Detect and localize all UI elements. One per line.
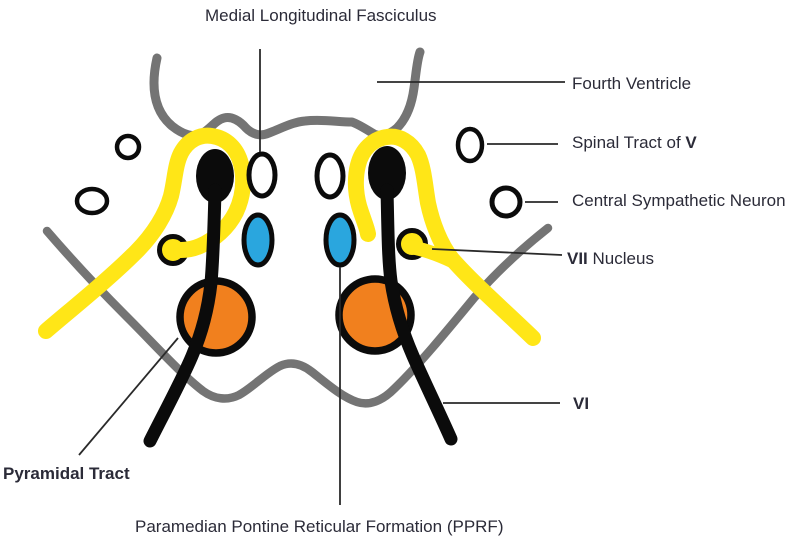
central-sympathetic-circle-left <box>74 186 110 216</box>
central-sympathetic-circle-right <box>489 185 523 219</box>
facial-nerve-bridge-right <box>403 240 459 268</box>
lower-boundary-curve <box>42 223 553 408</box>
abducens-nucleus-right <box>368 146 406 200</box>
mlf-oval-left <box>246 151 278 199</box>
label-pprf: Paramedian Pontine Reticular Formation (… <box>135 517 504 536</box>
pprf-oval-right <box>323 212 357 268</box>
pprf-oval-left <box>241 212 275 268</box>
abducens-nucleus-left <box>196 149 234 203</box>
mlf-oval-right <box>314 152 346 200</box>
abducens-nerve-right <box>380 183 458 446</box>
label-vi: VI <box>573 394 590 413</box>
spinal-tract-v-oval-right <box>455 126 485 164</box>
pointer-pyramidal-tract <box>78 337 179 456</box>
label-pyramidal-tract: Pyramidal Tract <box>3 464 130 483</box>
label-vii-nucleus-bold: VII <box>567 249 588 268</box>
fourth-ventricle-floor-curve <box>149 47 425 141</box>
label-vii-nucleus: VII Nucleus <box>567 249 654 269</box>
label-vii-nucleus-rest: Nucleus <box>587 249 654 268</box>
pointer-vii-nucleus <box>431 248 563 256</box>
abducens-nerve-left <box>143 183 222 448</box>
label-medial-longitudinal-fasciculus: Medial Longitudinal Fasciculus <box>205 6 437 25</box>
label-spinal-tract-of-v: Spinal Tract of V <box>572 133 697 153</box>
spinal-tract-v-circle-left <box>114 133 142 161</box>
label-spinal-tract-of-v-prefix: Spinal Tract of <box>572 133 686 152</box>
label-central-sympathetic-neuron: Central Sympathetic Neuron <box>572 191 786 210</box>
label-spinal-tract-of-v-bold: V <box>685 133 697 152</box>
label-fourth-ventricle: Fourth Ventricle <box>572 74 692 93</box>
